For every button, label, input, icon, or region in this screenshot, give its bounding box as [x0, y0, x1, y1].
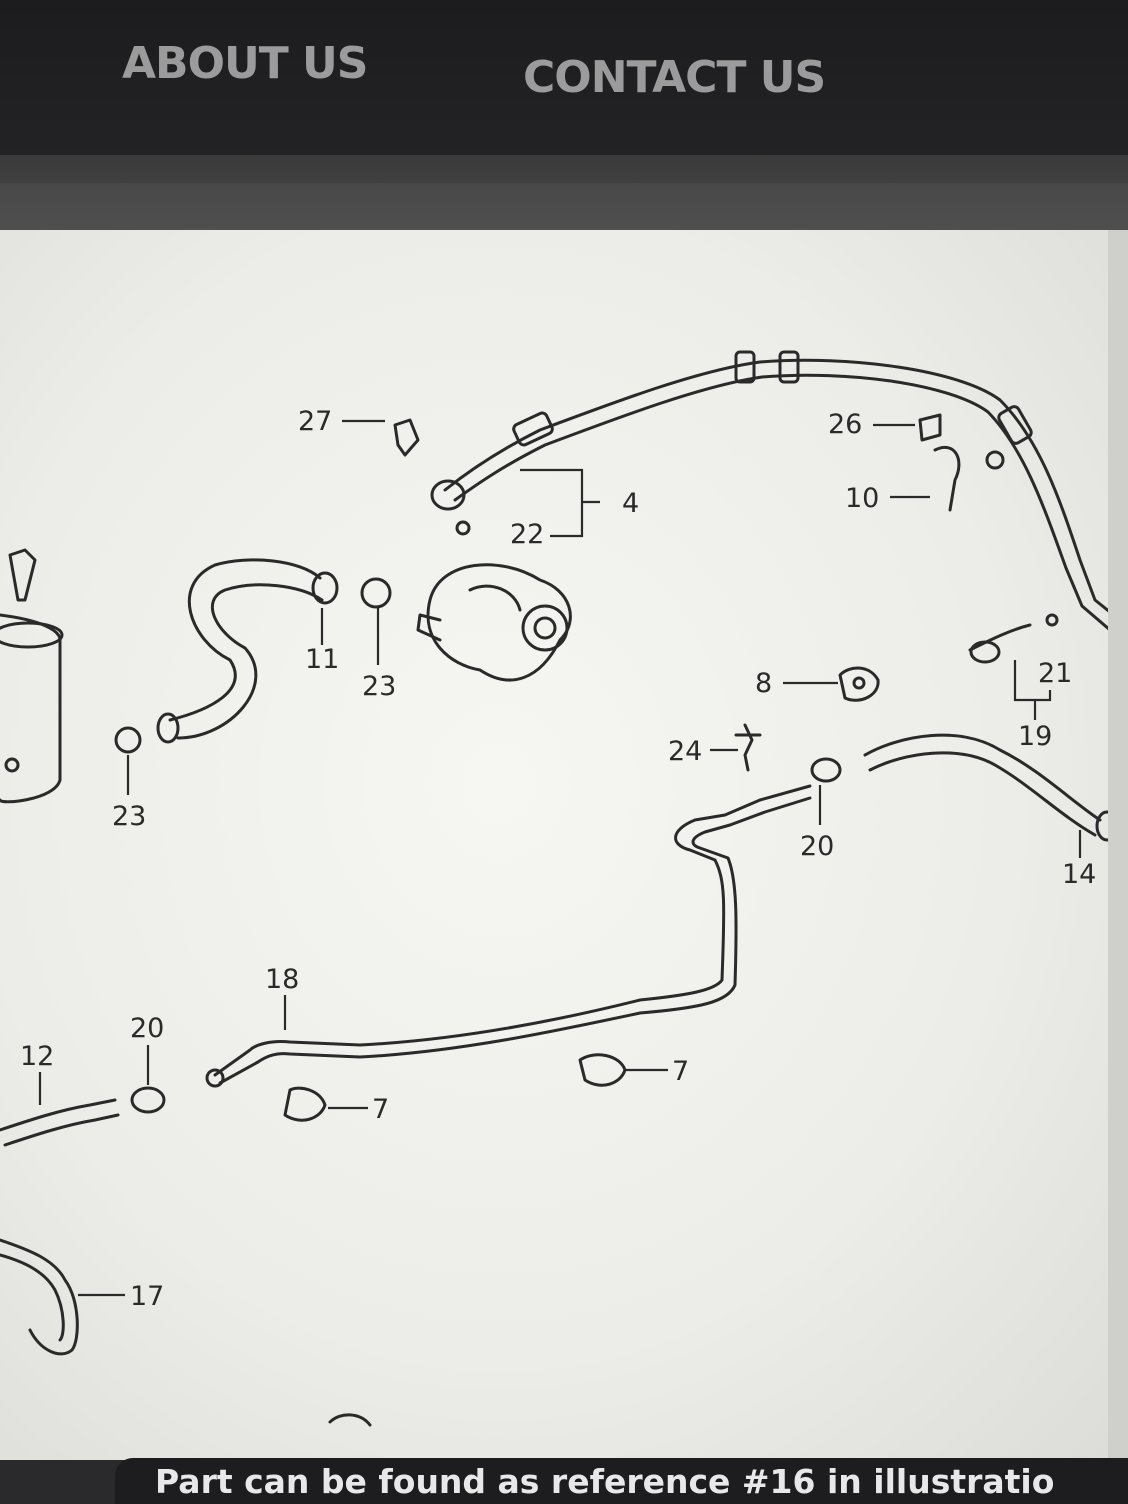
- header-band-highlight: [0, 183, 1128, 230]
- bolt-27: [393, 418, 420, 457]
- power-steering-pump: [426, 563, 572, 682]
- callout-17: 17: [130, 1281, 164, 1312]
- reservoir-bracket: [8, 548, 37, 602]
- pump-bracket: [416, 613, 442, 642]
- switch-19: [968, 623, 1032, 652]
- callout-22: 22: [510, 519, 544, 550]
- clamp-8: [838, 666, 880, 702]
- hose-fitting-collar-3: [997, 405, 1033, 445]
- line-18-end: [205, 1068, 225, 1088]
- leader-19-21: [1013, 660, 1052, 702]
- clamp-20: [810, 757, 842, 783]
- callout-14: 14: [1062, 859, 1096, 890]
- diagram-edge-strip: [1108, 230, 1128, 1460]
- bracket-10: [933, 445, 961, 512]
- callout-20a: 20: [800, 831, 834, 862]
- return-line-18-b: [218, 796, 812, 1085]
- washer-21: [1045, 613, 1059, 627]
- caption-text: Part can be found as reference #16 in il…: [155, 1462, 1055, 1501]
- hose-12-top: [0, 1098, 117, 1132]
- hose-end-11b: [156, 712, 180, 744]
- clamp-20b: [130, 1086, 166, 1114]
- callout-8: 8: [755, 668, 772, 699]
- reservoir-body: [0, 613, 62, 804]
- callout-23b: 23: [112, 801, 146, 832]
- callout-4: 4: [622, 488, 639, 519]
- cooler-line-17-a: [0, 1238, 79, 1356]
- return-hose-11-outer: [168, 558, 322, 722]
- bolt-26: [918, 413, 942, 442]
- washer-22: [455, 520, 471, 536]
- callout-7a: 7: [372, 1094, 389, 1125]
- hose-fitting-ribbed: [512, 411, 554, 447]
- hose-14-top: [863, 733, 1102, 822]
- callout-12: 12: [20, 1041, 54, 1072]
- parts-diagram-svg: 27 4 22 26 10 11 23 23 8 21 19 24 20 14 …: [0, 350, 1127, 1427]
- callout-10: 10: [845, 483, 879, 514]
- bracket-10-hole: [985, 450, 1005, 470]
- bolt-24: [743, 723, 754, 772]
- pressure-hose-outer-bottom: [453, 373, 1112, 632]
- clamp-23: [360, 577, 392, 609]
- header-band: [0, 155, 1128, 230]
- caption-bar: Part can be found as reference #16 in il…: [115, 1458, 1128, 1504]
- callout-27: 27: [298, 406, 332, 437]
- reservoir-port: [4, 757, 20, 773]
- callout-11: 11: [305, 644, 339, 675]
- nav-about-us-link[interactable]: ABOUT US: [122, 38, 368, 89]
- callout-23a: 23: [362, 671, 396, 702]
- leader-4: [520, 468, 600, 538]
- return-hose-11-inner: [176, 583, 324, 740]
- hose-fitting-collar-2: [778, 350, 800, 384]
- callout-24: 24: [668, 736, 702, 767]
- hose-12-bottom: [3, 1113, 120, 1147]
- callout-26: 26: [828, 409, 862, 440]
- top-navigation: ABOUT US CONTACT US: [0, 0, 1128, 155]
- return-line-18-a: [213, 784, 812, 1077]
- pressure-hose-outer-top: [443, 358, 1122, 622]
- callout-7b: 7: [672, 1056, 689, 1087]
- hose-14-end: [1095, 810, 1119, 842]
- callout-19: 19: [1018, 721, 1052, 752]
- clamp-23b: [114, 726, 142, 754]
- clamp-7a: [283, 1086, 327, 1122]
- hose-fitting-collar: [734, 350, 756, 384]
- clamp-7b: [578, 1053, 627, 1087]
- callout-20b: 20: [130, 1013, 164, 1044]
- pump-detail: [468, 584, 522, 612]
- switch-19-body: [969, 640, 1001, 664]
- pump-pulley-center: [533, 616, 557, 640]
- callout-18: 18: [265, 964, 299, 995]
- callout-21: 21: [1038, 658, 1072, 689]
- reservoir-cap: [0, 621, 64, 649]
- clamp-8-hole: [852, 676, 866, 690]
- cooler-line-17-b: [0, 1253, 65, 1342]
- cutoff-part: [328, 1413, 372, 1427]
- parts-diagram: 27 4 22 26 10 11 23 23 8 21 19 24 20 14 …: [0, 230, 1127, 1460]
- nav-contact-us-link[interactable]: CONTACT US: [523, 52, 826, 103]
- pump-pulley-boss: [521, 604, 569, 652]
- hose-14-bottom: [868, 751, 1097, 837]
- banjo-fitting: [430, 479, 466, 511]
- hose-end-11: [311, 571, 339, 605]
